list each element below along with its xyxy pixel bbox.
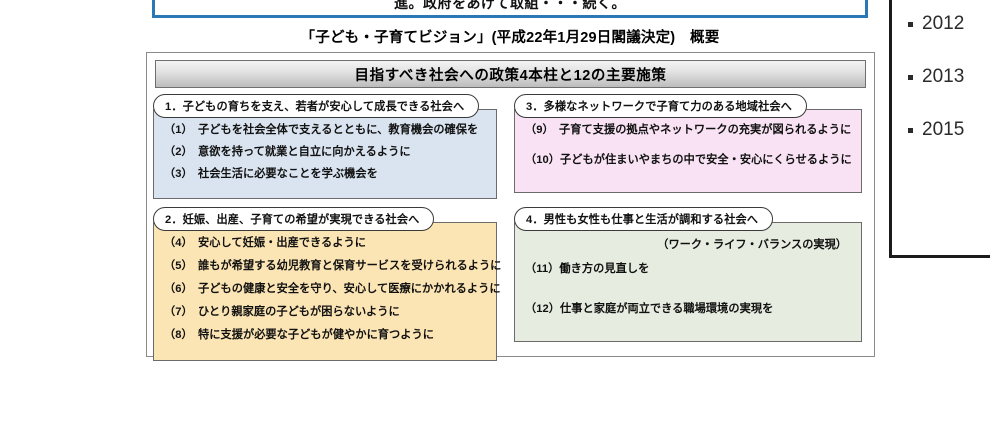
measure-number: （9） — [525, 124, 554, 136]
measure-item: （11） 働き方の見直しを — [525, 262, 851, 276]
measure-number: （6） — [164, 283, 193, 295]
quadrant-1: 1．子どもの育ちを支え、若者が安心して成長できる社会へ （1） 子どもを社会全体… — [153, 94, 497, 199]
bullet-icon — [908, 21, 913, 27]
measure-number: （3） — [164, 168, 193, 180]
measure-number: （12） — [525, 303, 561, 315]
measure-number: （11） — [525, 263, 560, 275]
quadrant-3: 3．多様なネットワークで子育て力のある地域社会へ （9） 子育て支援の拠点やネッ… — [514, 94, 862, 193]
measure-item: （7） ひとり親家庭の子どもが困らないように — [164, 305, 486, 319]
measure-item: （3） 社会生活に必要なことを学ぶ機会を — [164, 167, 486, 181]
measure-number: （7） — [164, 306, 193, 318]
list-item: 2013 — [908, 66, 990, 88]
bullet-icon — [908, 74, 913, 80]
figure-banner: 目指すべき社会への政策4本柱と12の主要施策 — [155, 60, 866, 88]
list-item: 2015 — [908, 119, 990, 141]
list-item: 2012 — [908, 13, 990, 35]
quadrant-1-body: （1） 子どもを社会全体で支えるとともに、教育機会の確保を （2） 意欲を持って… — [153, 109, 497, 199]
year-side-panel: 2012 2013 2015 — [889, 0, 990, 258]
quadrant-2-heading: 2．妊娠、出産、子育ての希望が実現できる社会へ — [153, 207, 435, 231]
quadrant-grid: 1．子どもの育ちを支え、若者が安心して成長できる社会へ （1） 子どもを社会全体… — [153, 94, 868, 361]
measure-text: 社会生活に必要なことを学ぶ機会を — [198, 168, 378, 180]
quadrant-4-body: （ワーク・ライフ・バランスの実現） （11） 働き方の見直しを （12） 仕事と… — [514, 222, 862, 342]
measure-text: 安心して妊娠・出産できるように — [198, 237, 367, 249]
measure-text: 子どもの健康と安全を守り、安心して医療にかかれるように — [198, 283, 501, 295]
measure-number: （4） — [164, 237, 193, 249]
measure-item: （4） 安心して妊娠・出産できるように — [164, 236, 486, 250]
quadrant-3-body: （9） 子育て支援の拠点やネットワークの充実が図られるように （10） 子どもが… — [514, 109, 862, 193]
measure-text: 特に支援が必要な子どもが健やかに育つように — [198, 329, 434, 341]
measure-item: （12） 仕事と家庭が両立できる職場環境の実現を — [525, 302, 851, 316]
measure-number: （8） — [164, 329, 193, 341]
year-label: 2012 — [922, 13, 965, 34]
measure-number: （5） — [164, 260, 193, 272]
measure-text: 働き方の見直しを — [559, 263, 650, 275]
measure-number: （2） — [164, 146, 193, 158]
measure-text: 子どもを社会全体で支えるとともに、教育機会の確保を — [198, 124, 479, 136]
figure-banner-label: 目指すべき社会への政策4本柱と12の主要施策 — [354, 67, 667, 84]
page-title: 「子ども・子育てビジョン」(平成22年1月29日閣議決定) 概要 — [300, 30, 720, 46]
measure-text: 子どもが住まいやまちの中で安全・安心にくらせるように — [560, 154, 852, 166]
quadrant-4-heading: 4．男性も女性も仕事と生活が調和する社会へ — [514, 207, 774, 231]
measure-text: 仕事と家庭が両立できる職場環境の実現を — [560, 303, 774, 315]
measure-item: （10） 子どもが住まいやまちの中で安全・安心にくらせるように — [525, 153, 852, 167]
quadrant-2: 2．妊娠、出産、子育ての希望が実現できる社会へ （4） 安心して妊娠・出産できる… — [153, 207, 501, 361]
measure-item: （5） 誰もが希望する幼児教育と保育サービスを受けられるように — [164, 259, 501, 273]
policy-figure: 目指すべき社会への政策4本柱と12の主要施策 1．子どもの育ちを支え、若者が安心… — [146, 52, 875, 361]
measure-text: 意欲を持って就業と自立に向かえるように — [198, 146, 411, 158]
top-note-box: 進。政府をあげて取組・・・続く。 — [152, 0, 868, 18]
measure-text: 誰もが希望する幼児教育と保育サービスを受けられるように — [198, 260, 502, 272]
measure-text: ひとり親家庭の子どもが困らないように — [198, 306, 400, 318]
work-life-balance-note: （ワーク・ライフ・バランスの実現） — [657, 239, 847, 251]
quadrant-1-heading: 1．子どもの育ちを支え、若者が安心して成長できる社会へ — [153, 94, 480, 118]
year-label: 2015 — [922, 119, 965, 140]
measure-item: （9） 子育て支援の拠点やネットワークの充実が図られるように — [525, 123, 851, 137]
bullet-icon — [908, 127, 913, 133]
quadrant-3-heading: 3．多様なネットワークで子育て力のある地域社会へ — [514, 94, 807, 118]
quadrant-4: 4．男性も女性も仕事と生活が調和する社会へ （ワーク・ライフ・バランスの実現） … — [514, 207, 862, 342]
measure-item: （2） 意欲を持って就業と自立に向かえるように — [164, 145, 486, 159]
measure-number: （1） — [164, 124, 193, 136]
measure-item: （1） 子どもを社会全体で支えるとともに、教育機会の確保を — [164, 123, 486, 137]
year-list: 2012 2013 2015 — [892, 0, 990, 141]
year-label: 2013 — [922, 66, 965, 87]
measure-item: （8） 特に支援が必要な子どもが健やかに育つように — [164, 328, 486, 342]
measure-text: 子育て支援の拠点やネットワークの充実が図られるように — [559, 124, 852, 136]
measure-item: （6） 子どもの健康と安全を守り、安心して医療にかかれるように — [164, 282, 501, 296]
quadrant-2-body: （4） 安心して妊娠・出産できるように （5） 誰もが希望する幼児教育と保育サー… — [153, 222, 501, 361]
measure-number: （10） — [525, 154, 561, 166]
top-note-text: 進。政府をあげて取組・・・続く。 — [394, 0, 626, 11]
